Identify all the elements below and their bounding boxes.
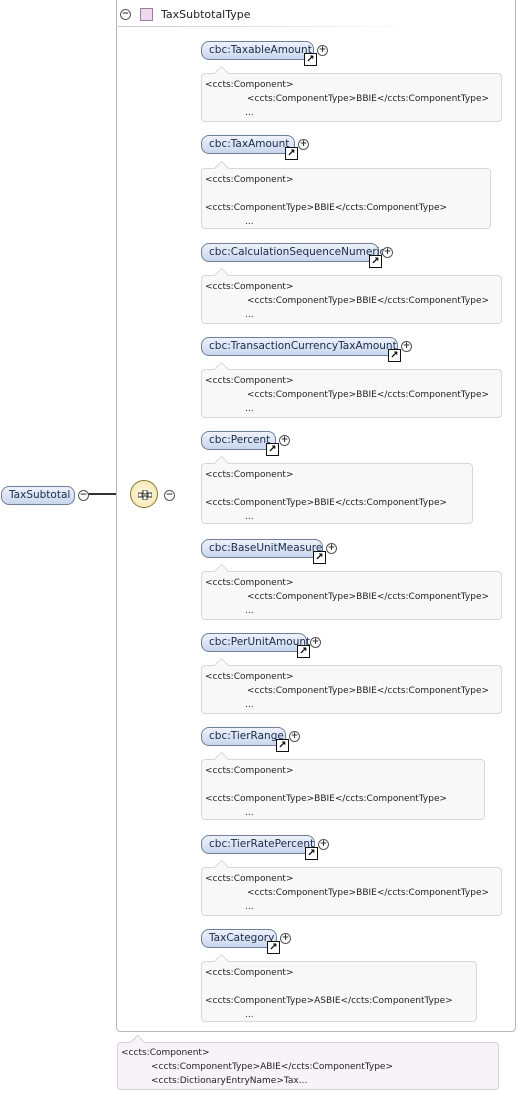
element-documentation: <ccts:Component> <ccts:ComponentType>BBIE… — [201, 751, 485, 820]
element-taxable-amount[interactable]: cbc:TaxableAmount — [201, 41, 314, 60]
reference-arrow-icon: ↗ — [267, 941, 280, 954]
type-doc-line: <ccts:DictionaryEntryName>Tax... — [151, 1076, 308, 1086]
doc-line: <ccts:ComponentType>BBIE</ccts:Component… — [205, 794, 448, 804]
doc-line: <ccts:Component> — [205, 376, 294, 386]
type-header: − TaxSubtotalType — [118, 4, 418, 24]
doc-line: <ccts:Component> — [205, 766, 294, 776]
element-tax-amount[interactable]: cbc:TaxAmount — [201, 135, 295, 154]
doc-line: <ccts:Component> — [205, 672, 294, 682]
reference-arrow-icon: ↗ — [285, 147, 298, 160]
doc-line: ... — [245, 512, 254, 522]
expand-button[interactable]: + — [298, 139, 309, 150]
element-transaction-currency-tax-amount[interactable]: cbc:TransactionCurrencyTaxAmount — [201, 337, 398, 356]
expand-button[interactable]: + — [401, 341, 412, 352]
expand-button[interactable]: + — [279, 435, 290, 446]
header-divider — [118, 26, 418, 27]
element-tier-range[interactable]: cbc:TierRange — [201, 727, 286, 746]
doc-line: <ccts:ComponentType>BBIE</ccts:Component… — [205, 203, 448, 213]
complex-type-icon — [140, 8, 153, 21]
collapse-root-button[interactable]: − — [78, 490, 89, 501]
doc-line: <ccts:ComponentType>BBIE</ccts:Component… — [247, 592, 490, 602]
element-documentation: <ccts:Component> <ccts:ComponentType>BBIE… — [201, 455, 473, 524]
reference-arrow-icon: ↗ — [304, 53, 317, 66]
element-documentation: <ccts:Component> <ccts:ComponentType>BBIE… — [201, 160, 491, 229]
doc-line: <ccts:Component> — [205, 874, 294, 884]
expand-button[interactable]: + — [289, 731, 300, 742]
collapse-type-button[interactable]: − — [120, 9, 131, 20]
doc-line: ... — [245, 700, 254, 710]
doc-line: ... — [245, 404, 254, 414]
expand-button[interactable]: + — [280, 933, 291, 944]
expand-button[interactable]: + — [326, 543, 337, 554]
expand-button[interactable]: + — [382, 247, 393, 258]
reference-arrow-icon: ↗ — [369, 255, 382, 268]
element-calculation-sequence-numeric[interactable]: cbc:CalculationSequenceNumeric — [201, 243, 385, 262]
element-tier-rate-percent[interactable]: cbc:TierRatePercent — [201, 835, 315, 854]
type-doc-line: <ccts:ComponentType>ABIE</ccts:Component… — [151, 1062, 394, 1072]
element-percent[interactable]: cbc:Percent — [201, 431, 276, 450]
doc-line: <ccts:Component> — [205, 968, 294, 978]
reference-arrow-icon: ↗ — [266, 443, 279, 456]
doc-line: <ccts:Component> — [205, 282, 294, 292]
doc-line: ... — [245, 902, 254, 912]
reference-arrow-icon: ↗ — [297, 645, 310, 658]
doc-line: <ccts:ComponentType>BBIE</ccts:Component… — [247, 390, 490, 400]
doc-line: ... — [245, 808, 254, 818]
sequence-compositor[interactable] — [130, 480, 158, 508]
type-title: TaxSubtotalType — [161, 8, 251, 21]
type-documentation: <ccts:Component> <ccts:ComponentType>ABI… — [117, 1034, 499, 1090]
element-documentation: <ccts:Component> <ccts:ComponentType>BBIE… — [201, 65, 502, 122]
sequence-compositor-icon — [138, 490, 152, 500]
doc-line: <ccts:Component> — [205, 175, 294, 185]
reference-arrow-icon: ↗ — [305, 847, 318, 860]
doc-line: ... — [245, 108, 254, 118]
element-per-unit-amount[interactable]: cbc:PerUnitAmount — [201, 633, 310, 652]
expand-button[interactable]: + — [318, 839, 329, 850]
collapse-sequence-button[interactable]: − — [164, 490, 175, 501]
doc-line: ... — [245, 1010, 254, 1020]
reference-arrow-icon: ↗ — [313, 551, 326, 564]
expand-button[interactable]: + — [310, 637, 321, 648]
doc-line: <ccts:ComponentType>BBIE</ccts:Component… — [247, 296, 490, 306]
doc-line: <ccts:ComponentType>BBIE</ccts:Component… — [247, 94, 490, 104]
expand-button[interactable]: + — [317, 45, 328, 56]
doc-line: ... — [245, 606, 254, 616]
reference-arrow-icon: ↗ — [388, 349, 401, 362]
doc-line: <ccts:ComponentType>BBIE</ccts:Component… — [247, 888, 490, 898]
doc-line: <ccts:Component> — [205, 80, 294, 90]
element-documentation: <ccts:Component> <ccts:ComponentType>BBIE… — [201, 657, 502, 714]
doc-line: <ccts:Component> — [205, 470, 294, 480]
element-documentation: <ccts:Component> <ccts:ComponentType>BBIE… — [201, 361, 502, 418]
doc-line: <ccts:ComponentType>BBIE</ccts:Component… — [247, 686, 490, 696]
element-documentation: <ccts:Component> <ccts:ComponentType>BBIE… — [201, 563, 502, 620]
type-doc-line: <ccts:Component> — [121, 1048, 210, 1058]
element-tax-category[interactable]: TaxCategory — [201, 929, 277, 948]
element-documentation: <ccts:Component> <ccts:ComponentType>ASBI… — [201, 953, 477, 1022]
element-documentation: <ccts:Component> <ccts:ComponentType>BBIE… — [201, 859, 502, 916]
reference-arrow-icon: ↗ — [276, 739, 289, 752]
doc-line: ... — [245, 310, 254, 320]
root-element-tax-subtotal[interactable]: TaxSubtotal — [1, 486, 75, 505]
doc-line: ... — [245, 217, 254, 227]
element-documentation: <ccts:Component> <ccts:ComponentType>BBIE… — [201, 267, 502, 324]
doc-line: <ccts:ComponentType>BBIE</ccts:Component… — [205, 498, 448, 508]
doc-line: <ccts:ComponentType>ASBIE</ccts:Componen… — [205, 996, 453, 1006]
doc-line: <ccts:Component> — [205, 578, 294, 588]
element-base-unit-measure[interactable]: cbc:BaseUnitMeasure — [201, 539, 323, 558]
